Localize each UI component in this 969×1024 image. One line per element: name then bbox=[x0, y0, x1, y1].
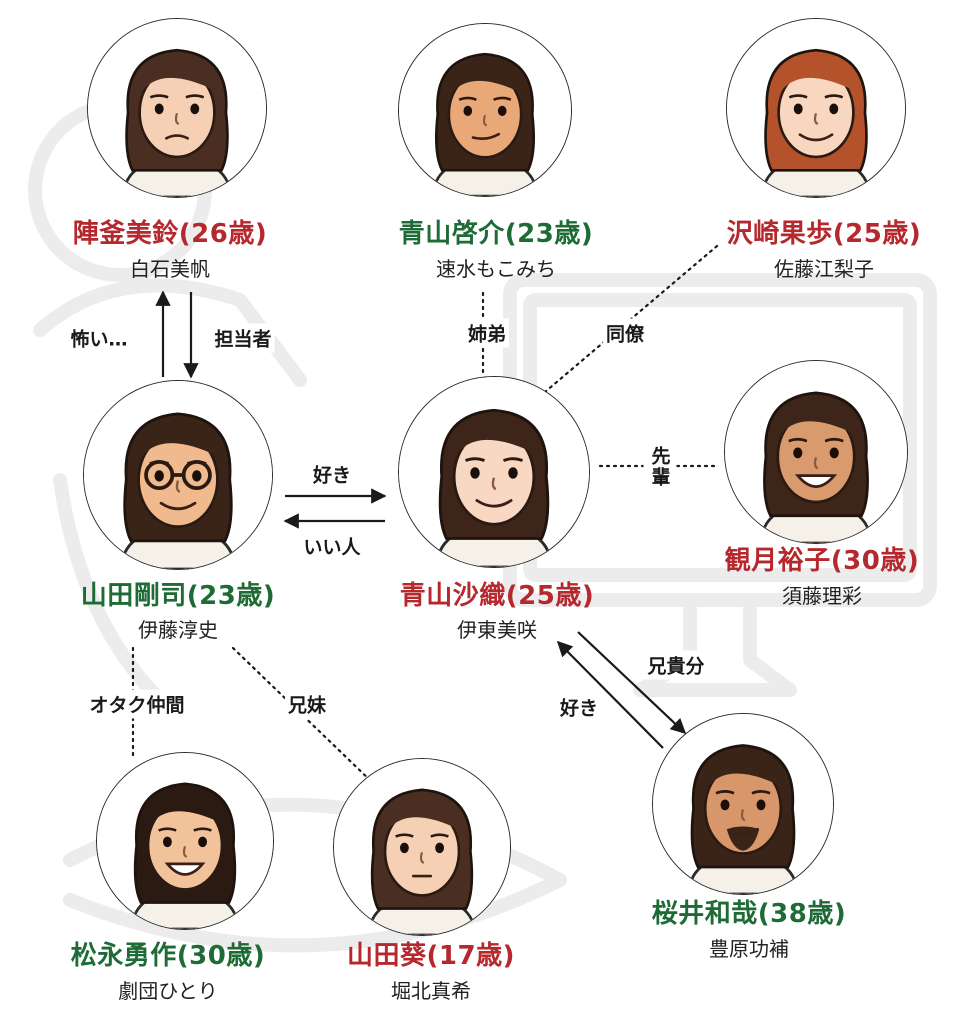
role-name: 山田剛司(23歳) bbox=[80, 581, 276, 611]
relation-label: 先輩 bbox=[643, 445, 677, 489]
relation-label: 好き bbox=[309, 459, 355, 489]
portrait-takeshi bbox=[83, 380, 273, 570]
relation-label: 同僚 bbox=[602, 318, 648, 348]
actor-name: 須藤理彩 bbox=[782, 584, 862, 608]
role-name: 桜井和哉(38歳) bbox=[651, 899, 847, 929]
portrait-kazuya bbox=[652, 713, 834, 895]
portrait-chinkama bbox=[87, 18, 267, 198]
relation-label: いい人 bbox=[300, 531, 364, 561]
role-name: 青山沙織(25歳) bbox=[399, 581, 595, 611]
edge-saori-kazuya bbox=[577, 631, 687, 735]
role-name: 青山啓介(23歳) bbox=[398, 219, 594, 249]
role-name: 観月裕子(30歳) bbox=[724, 546, 920, 576]
portrait-kaho bbox=[726, 18, 906, 198]
portrait-saori bbox=[398, 376, 590, 568]
relation-label: 兄貴分 bbox=[644, 650, 708, 680]
relation-label: 担当者 bbox=[211, 323, 275, 353]
actor-name: 劇団ひとり bbox=[118, 979, 218, 1003]
actor-name: 佐藤江梨子 bbox=[774, 257, 874, 281]
role-name: 沢崎果歩(25歳) bbox=[726, 219, 922, 249]
role-name: 山田葵(17歳) bbox=[347, 941, 515, 971]
actor-name: 伊東美咲 bbox=[457, 618, 537, 642]
edge-kazuya-saori bbox=[556, 640, 664, 749]
relation-label: 兄妹 bbox=[284, 689, 330, 719]
actor-name: 速水もこみち bbox=[436, 257, 556, 281]
actor-name: 伊藤淳史 bbox=[138, 618, 218, 642]
relation-label: オタク仲間 bbox=[86, 689, 188, 719]
actor-name: 豊原功補 bbox=[709, 937, 789, 961]
portrait-keisuke bbox=[398, 23, 572, 197]
actor-name: 白石美帆 bbox=[130, 257, 210, 281]
role-name: 陣釜美鈴(26歳) bbox=[72, 219, 268, 249]
portrait-yuko bbox=[724, 360, 908, 544]
actor-name: 堀北真希 bbox=[391, 979, 471, 1003]
portrait-yusaku bbox=[96, 752, 274, 930]
portrait-aoi bbox=[333, 758, 511, 936]
role-name: 松永勇作(30歳) bbox=[70, 941, 266, 971]
relation-label: 怖い… bbox=[67, 323, 131, 353]
relation-label: 好き bbox=[556, 692, 602, 722]
relation-label: 姉弟 bbox=[464, 318, 510, 348]
